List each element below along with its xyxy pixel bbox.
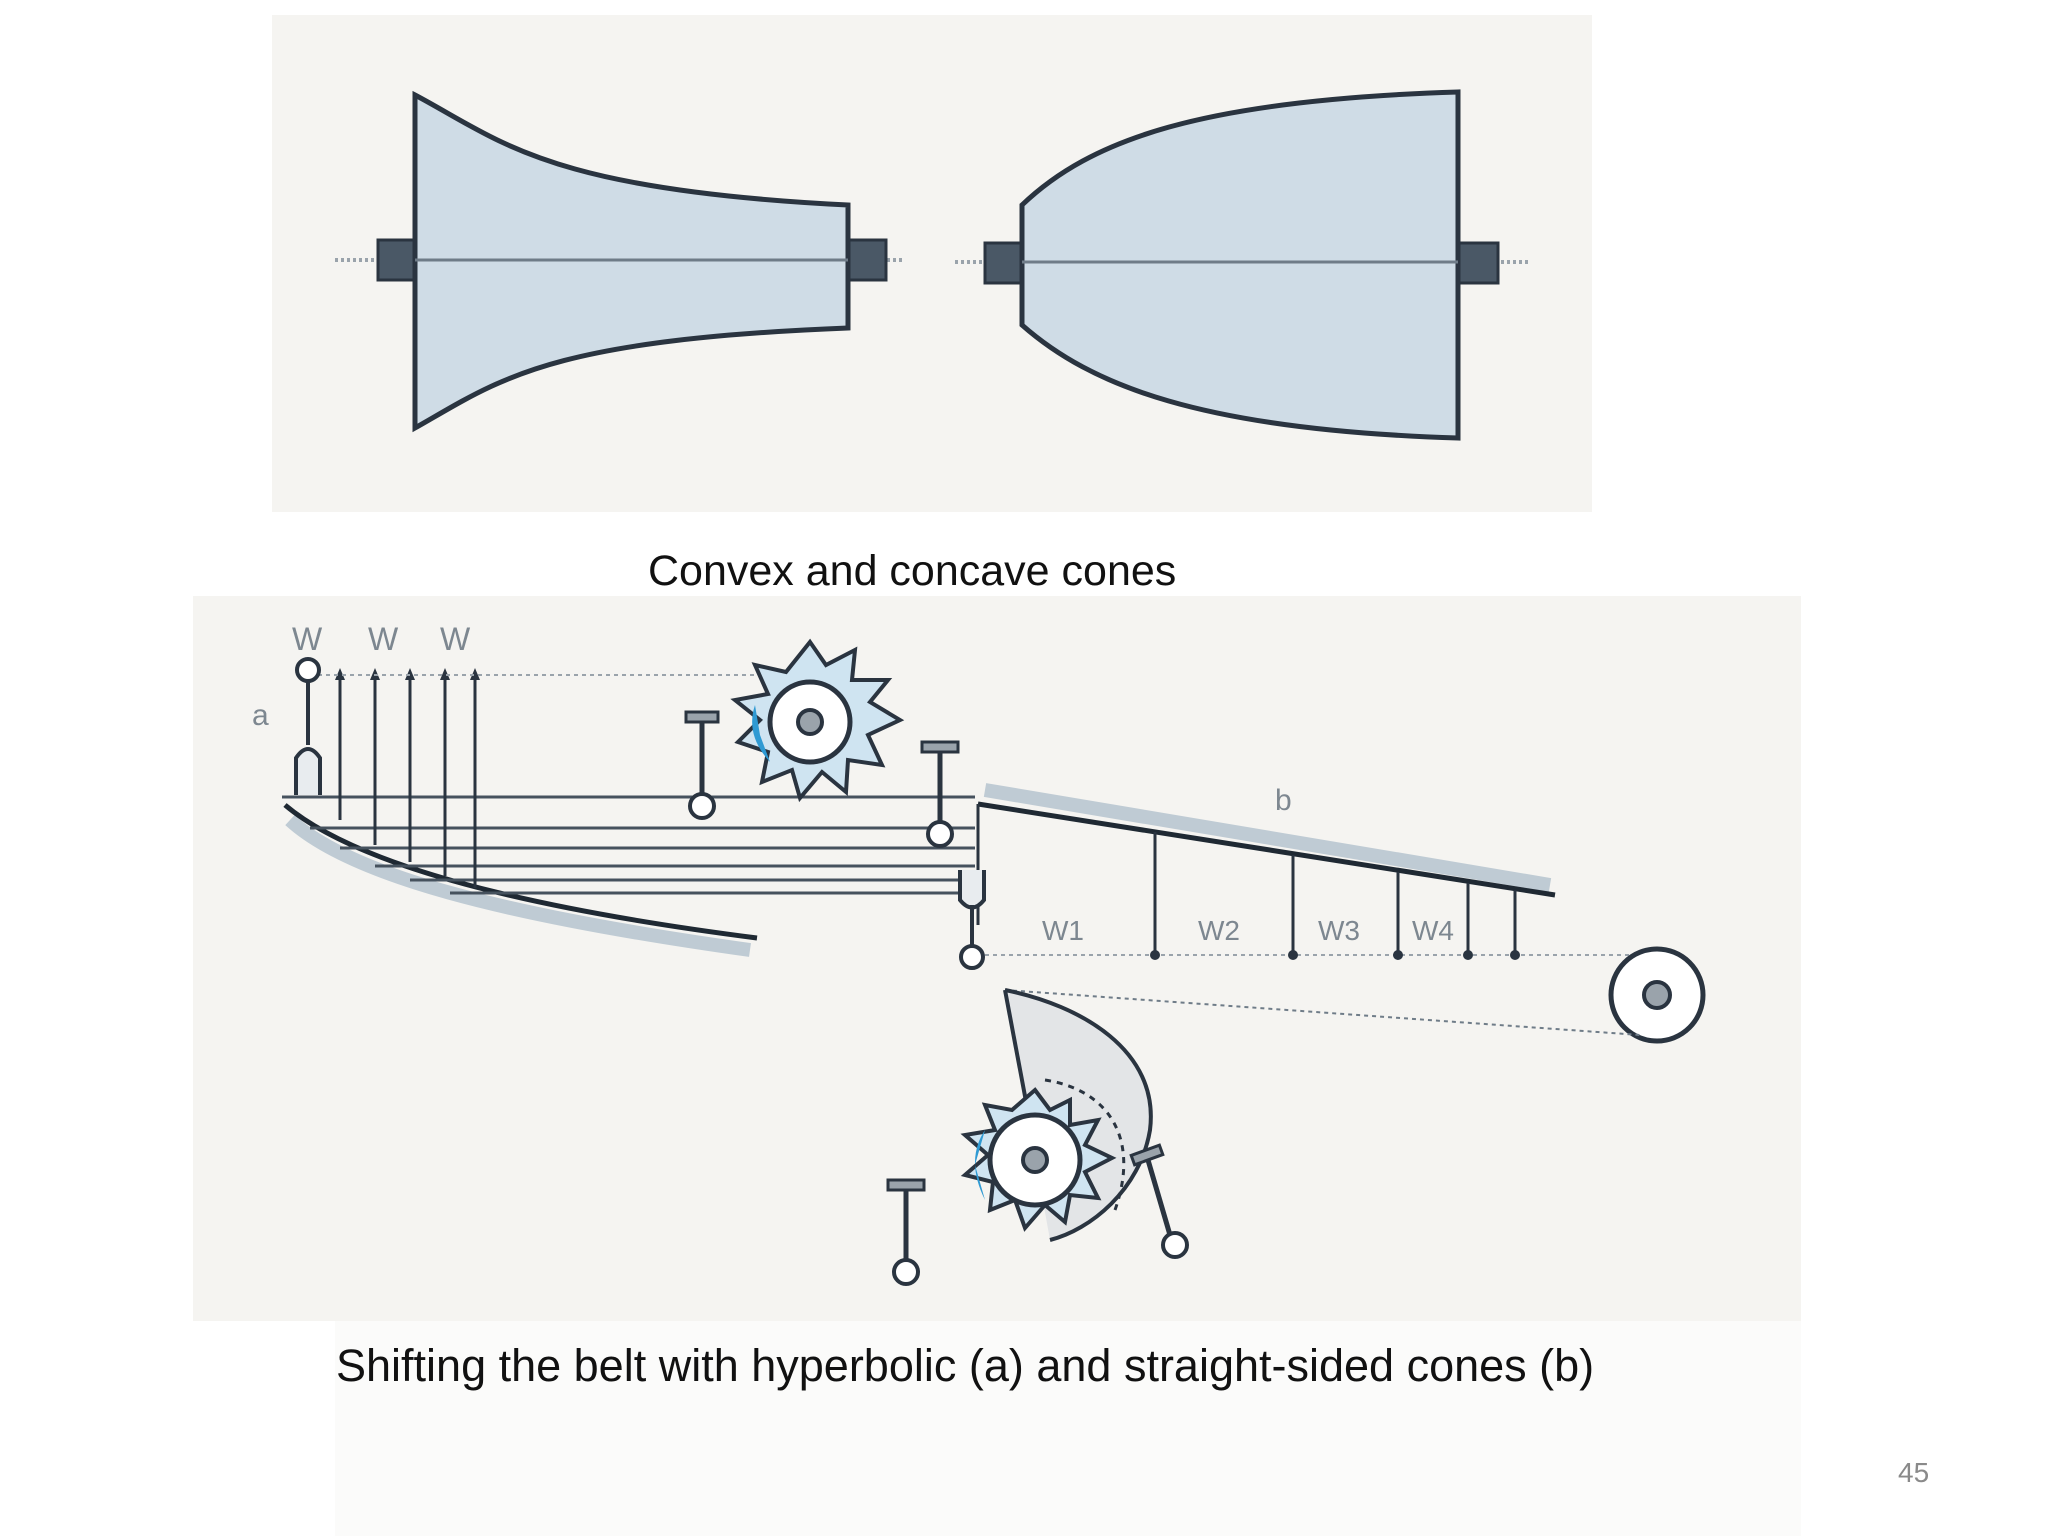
label-w-1: W <box>292 621 323 657</box>
label-b: b <box>1275 784 1292 817</box>
belt-shifting-diagram: W W W a b W1 W2 W3 W4 <box>252 621 1706 1286</box>
label-a: a <box>252 699 269 732</box>
lower-ratchet-wheel <box>886 988 1189 1286</box>
label-w-3: W <box>440 621 471 657</box>
concave-cone <box>955 89 1530 441</box>
caption-convex-concave-cones: Convex and concave cones <box>648 547 1177 595</box>
label-W3: W3 <box>1318 915 1360 946</box>
caption-belt-shifting: Shifting the belt with hyperbolic (a) an… <box>336 1340 1595 1391</box>
background-strip <box>335 1321 1801 1536</box>
label-w-2: W <box>368 621 399 657</box>
label-W2: W2 <box>1198 915 1240 946</box>
upper-ratchet-wheel <box>684 638 905 820</box>
convex-cone <box>335 90 905 433</box>
label-W4: W4 <box>1412 915 1454 946</box>
page-number: 45 <box>1898 1457 1930 1488</box>
label-W1: W1 <box>1042 915 1084 946</box>
